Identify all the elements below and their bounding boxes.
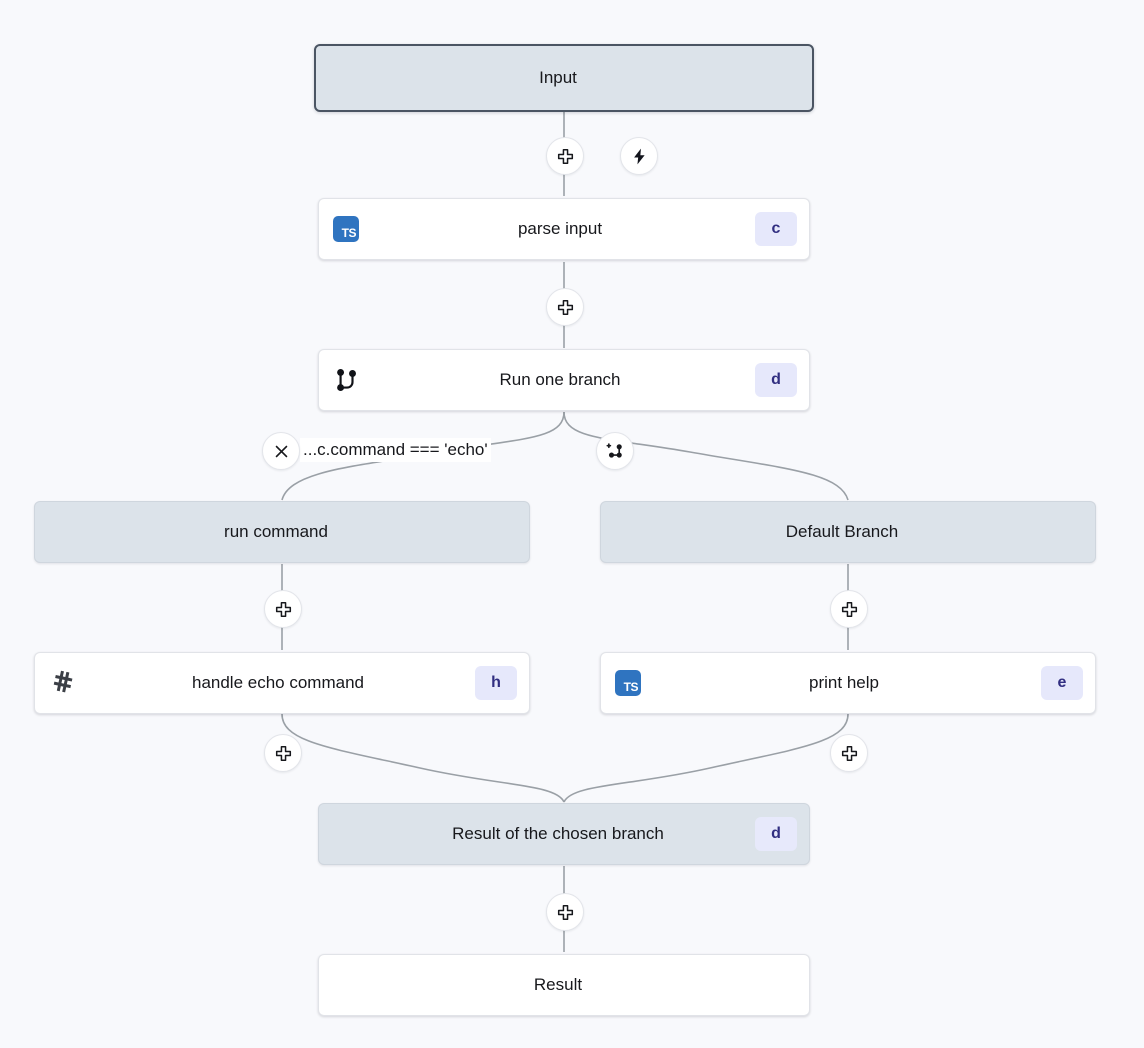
node-parse-input[interactable]: TS parse input c bbox=[318, 198, 810, 260]
node-run-one-branch-label: Run one branch bbox=[499, 370, 621, 389]
node-input-label: Input bbox=[539, 68, 577, 87]
node-handle-echo-command-label: handle echo command bbox=[191, 673, 364, 692]
typescript-icon-box: TS bbox=[333, 216, 359, 242]
node-input[interactable]: Input bbox=[314, 44, 814, 112]
lightning-icon[interactable] bbox=[620, 137, 658, 175]
node-parse-input-label: parse input bbox=[517, 219, 603, 238]
node-parse-input-badge[interactable]: c bbox=[755, 212, 797, 246]
plus-icon[interactable] bbox=[546, 893, 584, 931]
node-result-of-chosen-branch-label: Result of the chosen branch bbox=[452, 824, 664, 843]
branch-condition-label[interactable]: ...c.command === 'echo' bbox=[300, 438, 491, 462]
edge-handleecho-result bbox=[281, 713, 565, 803]
edge-printhelp-result bbox=[563, 713, 849, 803]
add-branch-icon[interactable] bbox=[596, 432, 634, 470]
node-run-one-branch[interactable]: Run one branch d bbox=[318, 349, 810, 411]
node-run-command-label: run command bbox=[224, 522, 328, 541]
node-print-help-badge[interactable]: e bbox=[1041, 666, 1083, 700]
node-result[interactable]: Result bbox=[318, 954, 810, 1016]
close-icon[interactable] bbox=[262, 432, 300, 470]
plus-icon[interactable] bbox=[830, 734, 868, 772]
node-default-branch[interactable]: Default Branch bbox=[600, 501, 1096, 563]
plus-icon[interactable] bbox=[546, 137, 584, 175]
plus-icon[interactable] bbox=[264, 590, 302, 628]
node-print-help[interactable]: TS print help e bbox=[600, 652, 1096, 714]
node-handle-echo-command-badge[interactable]: h bbox=[475, 666, 517, 700]
node-result-of-chosen-branch-badge[interactable]: d bbox=[755, 817, 797, 851]
node-run-one-branch-badge[interactable]: d bbox=[755, 363, 797, 397]
plus-icon[interactable] bbox=[264, 734, 302, 772]
typescript-icon: TS bbox=[331, 214, 361, 244]
typescript-icon-box: TS bbox=[615, 670, 641, 696]
node-result-of-chosen-branch[interactable]: Result of the chosen branch d bbox=[318, 803, 810, 865]
node-run-command[interactable]: run command bbox=[34, 501, 530, 563]
plus-icon[interactable] bbox=[546, 288, 584, 326]
git-branch-icon bbox=[331, 365, 361, 395]
node-print-help-label: print help bbox=[809, 673, 879, 692]
script-hash-icon bbox=[47, 668, 77, 698]
plus-icon[interactable] bbox=[830, 590, 868, 628]
node-handle-echo-command[interactable]: handle echo command h bbox=[34, 652, 530, 714]
node-result-label: Result bbox=[533, 975, 583, 994]
typescript-icon: TS bbox=[613, 668, 643, 698]
node-default-branch-label: Default Branch bbox=[785, 522, 899, 541]
